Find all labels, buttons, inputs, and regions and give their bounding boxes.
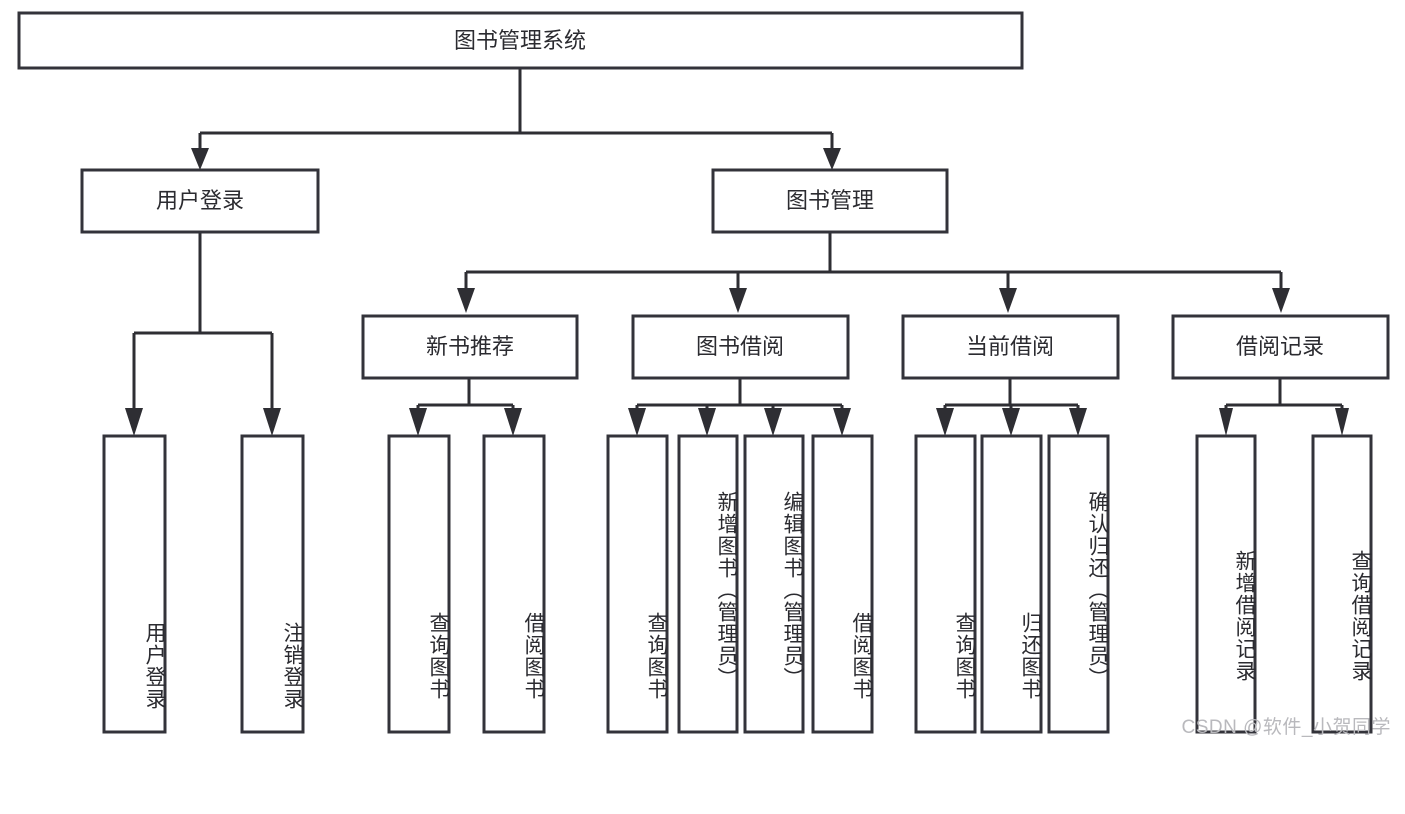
node-leaf-logout-box[interactable] <box>240 434 305 734</box>
arrow-head-leaf-logout <box>263 408 281 436</box>
connector-book-manage-to-level3 <box>457 232 1290 313</box>
arrow-head-leaf-borrow-book-1 <box>504 408 522 436</box>
node-leaf-borrow-book-2-box[interactable] <box>811 434 874 734</box>
node-leaf-query-book-3-box[interactable] <box>914 434 977 734</box>
node-borrow-record-label: 借阅记录 <box>1236 334 1324 359</box>
node-current-borrow-label: 当前借阅 <box>966 334 1054 359</box>
arrow-head-leaf-query-book-1 <box>409 408 427 436</box>
tree-diagram-svg: 图书管理系统 用户登录 图书管理 新书推荐 图书借阅 当前借阅 借阅记录 <box>17 11 1390 734</box>
diagram-canvas: 图书管理系统 用户登录 图书管理 新书推荐 图书借阅 当前借阅 借阅记录 <box>17 11 1391 738</box>
node-root-box[interactable] <box>17 11 1024 70</box>
arrow-head-leaf-return-book <box>1002 408 1020 436</box>
node-root[interactable]: 图书管理系统 <box>17 11 1024 70</box>
node-book-borrow-label: 图书借阅 <box>696 334 784 359</box>
node-leaf-borrow-book-1-box[interactable] <box>482 434 546 734</box>
node-user-login-box[interactable] <box>80 168 320 234</box>
node-leaf-query-book-2-box[interactable] <box>606 434 669 734</box>
arrow-head-leaf-edit-book <box>764 408 782 436</box>
connector-root-to-level2 <box>191 68 841 170</box>
node-borrow-record[interactable]: 借阅记录 <box>1171 314 1390 380</box>
node-current-borrow[interactable]: 当前借阅 <box>901 314 1120 380</box>
node-new-book-rec-label: 新书推荐 <box>426 334 514 359</box>
arrow-head-current-borrow <box>999 288 1017 313</box>
node-leaf-return-book-box[interactable] <box>980 434 1043 734</box>
node-leaf-query-book-1-box[interactable] <box>387 434 451 734</box>
arrow-head-leaf-query-book-2 <box>628 408 646 436</box>
arrow-head-leaf-add-book <box>698 408 716 436</box>
connector-book-borrow-to-leaves <box>628 378 851 436</box>
node-borrow-record-box[interactable] <box>1171 314 1390 380</box>
node-current-borrow-box[interactable] <box>901 314 1120 380</box>
arrow-head-borrow-record <box>1272 288 1290 313</box>
node-user-login-label: 用户登录 <box>156 188 244 213</box>
node-leaf-confirm-return-box[interactable] <box>1047 434 1110 734</box>
node-root-label: 图书管理系统 <box>454 28 586 53</box>
node-book-borrow-box[interactable] <box>631 314 850 380</box>
connector-new-book-rec-to-leaves <box>409 378 522 436</box>
arrow-head-book-borrow <box>729 288 747 313</box>
arrow-head-new-book-rec <box>457 288 475 313</box>
node-leaf-add-book-box[interactable] <box>677 434 739 734</box>
connector-current-borrow-to-leaves <box>936 378 1087 436</box>
node-leaf-add-record-box[interactable] <box>1195 434 1257 734</box>
node-leaf-edit-book-box[interactable] <box>743 434 805 734</box>
connector-user-login-to-leaves <box>125 232 281 436</box>
arrow-head-leaf-query-record <box>1335 408 1349 436</box>
leaf-boxes <box>102 434 1373 734</box>
node-leaf-query-record-box[interactable] <box>1311 434 1373 734</box>
node-book-borrow[interactable]: 图书借阅 <box>631 314 850 380</box>
arrow-head-leaf-add-record <box>1219 408 1233 436</box>
node-leaf-user-login-box[interactable] <box>102 434 167 734</box>
arrow-head-leaf-borrow-book-2 <box>833 408 851 436</box>
arrow-head-book-manage <box>823 148 841 170</box>
arrow-head-leaf-confirm-return <box>1069 408 1087 436</box>
node-new-book-rec[interactable]: 新书推荐 <box>361 314 579 380</box>
node-book-manage-box[interactable] <box>711 168 949 234</box>
node-book-manage[interactable]: 图书管理 <box>711 168 949 234</box>
arrow-head-leaf-query-book-3 <box>936 408 954 436</box>
arrow-head-leaf-user-login <box>125 408 143 436</box>
connector-borrow-record-to-leaves <box>1219 378 1349 436</box>
node-new-book-rec-box[interactable] <box>361 314 579 380</box>
node-book-manage-label: 图书管理 <box>786 188 874 213</box>
node-user-login[interactable]: 用户登录 <box>80 168 320 234</box>
arrow-head-user-login <box>191 148 209 170</box>
watermark-text: CSDN @软件_小贺同学 <box>1181 717 1391 738</box>
